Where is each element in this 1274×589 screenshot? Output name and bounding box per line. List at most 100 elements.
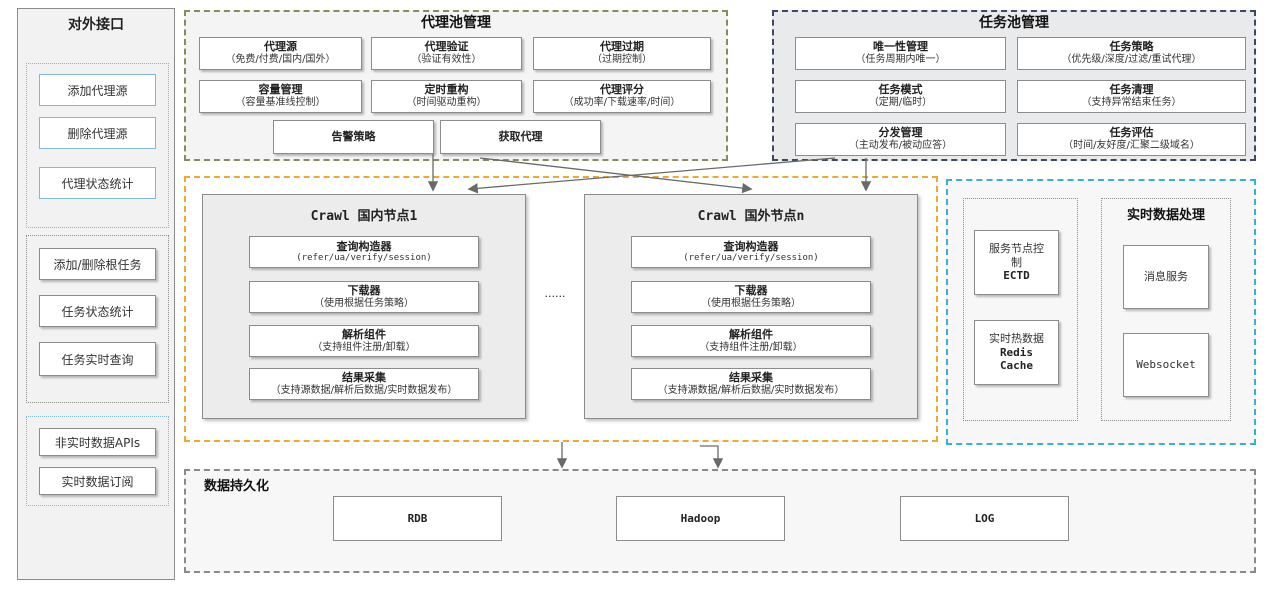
crawl-node-domestic-title: Crawl 国内节点1	[310, 209, 418, 224]
realtime-service-group	[1101, 198, 1231, 421]
task-cleanup-card: 任务清理 （支持异常结束任务）	[1017, 80, 1246, 113]
task-mode-desc: （定期/临时）	[868, 97, 933, 109]
parser-title-n: 解析组件	[729, 327, 773, 341]
capacity-management-card: 容量管理 （容量基准线控制）	[199, 80, 362, 113]
downloader-card-n: 下载器 （使用根据任务策略）	[631, 281, 871, 313]
crawl-nodes-section	[184, 176, 938, 442]
scheduled-rebuild-desc: （时间驱动重构）	[406, 97, 487, 109]
etcd-line1: 服务节点控	[989, 241, 1044, 255]
task-cleanup-desc: （支持异常结束任务）	[1081, 97, 1182, 109]
nodes-ellipsis: ......	[544, 287, 566, 300]
capacity-management-desc: （容量基准线控制）	[235, 97, 326, 109]
parser-card: 解析组件 （支持组件注册/卸载）	[249, 325, 479, 357]
alert-policy-card: 告警策略	[273, 120, 434, 154]
query-builder-title: 查询构造器	[336, 239, 392, 253]
uniqueness-management-card: 唯一性管理 （任务周期内唯一）	[795, 37, 1006, 70]
dispatch-management-desc: （主动发布/被动应答）	[848, 140, 953, 152]
delete-proxy-source-button[interactable]: 删除代理源	[39, 117, 156, 149]
query-builder-desc-n: (refer/ua/verify/session)	[683, 253, 819, 264]
task-mode-title: 任务模式	[878, 83, 923, 97]
proxy-api-group	[26, 63, 169, 228]
proxy-source-card: 代理源 （免费/付费/国内/国外）	[199, 37, 362, 70]
query-builder-card-n: 查询构造器 (refer/ua/verify/session)	[631, 236, 871, 268]
dispatch-management-card: 分发管理 （主动发布/被动应答）	[795, 123, 1006, 156]
capacity-management-title: 容量管理	[258, 83, 303, 97]
etcd-card: 服务节点控 制 ECTD	[974, 230, 1059, 295]
result-collection-desc: （支持源数据/解析后数据/实时数据发布）	[270, 384, 458, 396]
get-proxy-card: 获取代理	[440, 120, 601, 154]
task-evaluation-title: 任务评估	[1109, 126, 1154, 140]
external-api-title: 对外接口	[68, 17, 124, 33]
websocket-label: Websocket	[1136, 358, 1196, 372]
message-service-card: 消息服务	[1123, 245, 1209, 309]
etcd-line2: 制	[1011, 255, 1022, 269]
task-api-group	[26, 235, 169, 403]
message-service-label: 消息服务	[1144, 270, 1188, 284]
persistence-title: 数据持久化	[204, 479, 270, 494]
redis-line2: Redis	[999, 345, 1034, 359]
proxy-scoring-card: 代理评分 （成功率/下载速率/时间）	[533, 80, 711, 113]
parser-card-n: 解析组件 （支持组件注册/卸载）	[631, 325, 871, 357]
add-delete-root-task-button[interactable]: 添加/删除根任务	[39, 248, 156, 280]
hadoop-card: Hadoop	[616, 496, 785, 541]
alert-policy-title: 告警策略	[331, 130, 376, 144]
rdb-card: RDB	[333, 496, 502, 541]
parser-desc: （支持组件注册/卸载）	[312, 341, 416, 353]
uniqueness-management-desc: （任务周期内唯一）	[855, 54, 946, 66]
parser-desc-n: （支持组件注册/卸载）	[699, 341, 803, 353]
arrow-proxy-to-noden	[479, 157, 753, 194]
downloader-desc: （使用根据任务策略）	[314, 297, 414, 309]
log-label: LOG	[974, 511, 995, 525]
proxy-source-desc: （免费/付费/国内/国外）	[225, 54, 336, 66]
query-builder-desc: (refer/ua/verify/session)	[296, 253, 432, 264]
proxy-source-title: 代理源	[264, 40, 297, 54]
realtime-title: 实时数据处理	[1126, 208, 1205, 223]
proxy-verify-desc: （验证有效性）	[411, 54, 482, 66]
task-evaluation-desc: （时间/友好度/汇聚二级域名）	[1063, 140, 1200, 152]
proxy-verify-card: 代理验证 （验证有效性）	[371, 37, 522, 70]
result-collection-desc-n: （支持源数据/解析后数据/实时数据发布）	[657, 384, 845, 396]
task-cleanup-title: 任务清理	[1109, 83, 1154, 97]
scheduled-rebuild-title: 定时重构	[424, 83, 469, 97]
query-builder-card: 查询构造器 (refer/ua/verify/session)	[249, 236, 479, 268]
result-collection-title: 结果采集	[342, 370, 386, 384]
realtime-data-subscription-button[interactable]: 实时数据订阅	[39, 467, 156, 495]
log-card: LOG	[900, 496, 1069, 541]
realtime-infra-group	[963, 198, 1078, 421]
task-strategy-card: 任务策略 （优先级/深度/过滤/重试代理）	[1017, 37, 1246, 70]
task-mode-card: 任务模式 （定期/临时）	[795, 80, 1006, 113]
websocket-card: Websocket	[1123, 333, 1209, 397]
parser-title: 解析组件	[342, 327, 386, 341]
proxy-status-stats-button[interactable]: 代理状态统计	[39, 167, 156, 199]
proxy-scoring-desc: （成功率/下载速率/时间）	[563, 97, 681, 109]
scheduled-rebuild-card: 定时重构 （时间驱动重构）	[371, 80, 522, 113]
task-pool-title: 任务池管理	[979, 15, 1049, 31]
add-proxy-source-button[interactable]: 添加代理源	[39, 74, 156, 106]
uniqueness-management-title: 唯一性管理	[873, 40, 928, 54]
rdb-label: RDB	[407, 511, 428, 525]
result-collection-card: 结果采集 （支持源数据/解析后数据/实时数据发布）	[249, 368, 479, 400]
etcd-line3: ECTD	[1003, 269, 1030, 283]
get-proxy-title: 获取代理	[498, 130, 543, 144]
proxy-expiry-desc: （过期控制）	[592, 54, 652, 66]
redis-card: 实时热数据 Redis Cache	[974, 320, 1059, 385]
downloader-title: 下载器	[347, 283, 381, 297]
hadoop-label: Hadoop	[680, 511, 721, 525]
result-collection-card-n: 结果采集 （支持源数据/解析后数据/实时数据发布）	[631, 368, 871, 400]
downloader-desc-n: （使用根据任务策略）	[701, 297, 801, 309]
task-realtime-query-button[interactable]: 任务实时查询	[39, 342, 156, 376]
data-api-group	[26, 416, 169, 506]
proxy-expiry-title: 代理过期	[600, 40, 644, 54]
task-strategy-desc: （优先级/深度/过滤/重试代理）	[1061, 54, 1202, 66]
crawl-node-overseas-title: Crawl 国外节点n	[697, 209, 805, 224]
proxy-verify-title: 代理验证	[424, 40, 469, 54]
result-collection-title-n: 结果采集	[729, 370, 773, 384]
proxy-expiry-card: 代理过期 （过期控制）	[533, 37, 711, 70]
redis-line1: 实时热数据	[989, 331, 1044, 345]
arrow-task-to-node1	[467, 157, 836, 194]
non-realtime-data-apis-button[interactable]: 非实时数据APIs	[39, 428, 156, 456]
task-evaluation-card: 任务评估 （时间/友好度/汇聚二级域名）	[1017, 123, 1246, 156]
downloader-card: 下载器 （使用根据任务策略）	[249, 281, 479, 313]
task-status-stats-button[interactable]: 任务状态统计	[39, 295, 156, 327]
arrow-noden-to-persistence	[700, 445, 724, 469]
